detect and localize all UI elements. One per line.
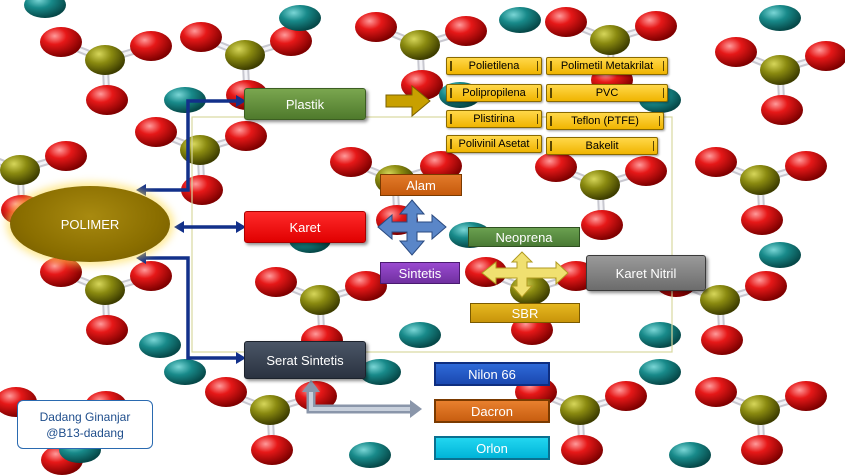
node-karet[interactable]: Karet	[244, 211, 366, 243]
polipropilena-label: Polipropilena	[462, 87, 526, 99]
node-polietilena[interactable]: Polietilena	[446, 57, 542, 75]
node-nilon-66[interactable]: Nilon 66	[434, 362, 550, 386]
connector-plastik	[142, 99, 243, 192]
arrowhead-polimer-bottom	[136, 252, 146, 264]
node-sbr[interactable]: SBR	[470, 303, 580, 323]
alam-label: Alam	[406, 177, 436, 193]
author-credit-box: Dadang Ginanjar @B13-dadang	[17, 400, 153, 449]
node-neoprena[interactable]: Neoprena	[468, 227, 580, 247]
node-serat-label: Serat Sintetis	[266, 352, 344, 368]
node-polivinil-asetat[interactable]: Polivinil Asetat	[446, 135, 542, 153]
pvc-label: PVC	[595, 87, 619, 99]
plistirina-label: Plistirina	[473, 113, 515, 125]
author-name: Dadang Ginanjar	[39, 409, 131, 424]
sbr-label: SBR	[511, 305, 539, 321]
dacron-label: Dacron	[471, 403, 513, 419]
arrowhead-karet-left	[174, 221, 184, 233]
polivinil-label: Polivinil Asetat	[458, 138, 530, 150]
bakelit-label: Bakelit	[585, 140, 619, 152]
node-teflon[interactable]: Teflon (PTFE)	[546, 112, 664, 130]
node-plastik-label: Plastik	[285, 96, 325, 112]
node-alam[interactable]: Alam	[380, 174, 462, 196]
arrowhead-karet-right	[236, 221, 246, 233]
nitril-label: Karet Nitril	[615, 265, 677, 281]
node-karet-nitril[interactable]: Karet Nitril	[586, 255, 706, 291]
nilon-label: Nilon 66	[468, 366, 516, 382]
node-bakelit[interactable]: Bakelit	[546, 137, 658, 155]
sintetis-label: Sintetis	[398, 265, 442, 281]
polimer-root-node[interactable]: POLIMER	[10, 186, 170, 262]
karet-four-way-arrow	[377, 199, 447, 256]
node-orlon[interactable]: Orlon	[434, 436, 550, 460]
polietilena-label: Polietilena	[468, 60, 520, 72]
arrowhead-plastik	[236, 95, 246, 107]
connector-serat	[142, 256, 243, 360]
node-polipropilena[interactable]: Polipropilena	[446, 84, 542, 102]
arrowhead-serat	[236, 352, 246, 364]
orlon-label: Orlon	[476, 440, 508, 456]
node-karet-label: Karet	[289, 219, 321, 235]
teflon-label: Teflon (PTFE)	[571, 115, 639, 127]
node-sintetis[interactable]: Sintetis	[380, 262, 460, 284]
group-frame	[191, 116, 673, 353]
polimetil-label: Polimetil Metakrilat	[560, 60, 654, 72]
node-pvc[interactable]: PVC	[546, 84, 668, 102]
sintetis-four-way-arrow	[481, 251, 569, 298]
arrowhead-polimer-top	[136, 184, 146, 196]
serat-to-dacron-arrow	[302, 380, 422, 418]
node-polimetil-metakrilat[interactable]: Polimetil Metakrilat	[546, 57, 668, 75]
node-serat-sintetis[interactable]: Serat Sintetis	[244, 341, 366, 379]
connectors	[142, 99, 243, 360]
node-plastik[interactable]: Plastik	[244, 88, 366, 120]
polimer-label: POLIMER	[60, 216, 120, 232]
plastik-to-examples-arrow	[385, 84, 431, 118]
node-plistirina[interactable]: Plistirina	[446, 110, 542, 128]
neoprena-label: Neoprena	[495, 229, 553, 245]
node-dacron[interactable]: Dacron	[434, 399, 550, 423]
author-handle: @B13-dadang	[46, 425, 124, 440]
